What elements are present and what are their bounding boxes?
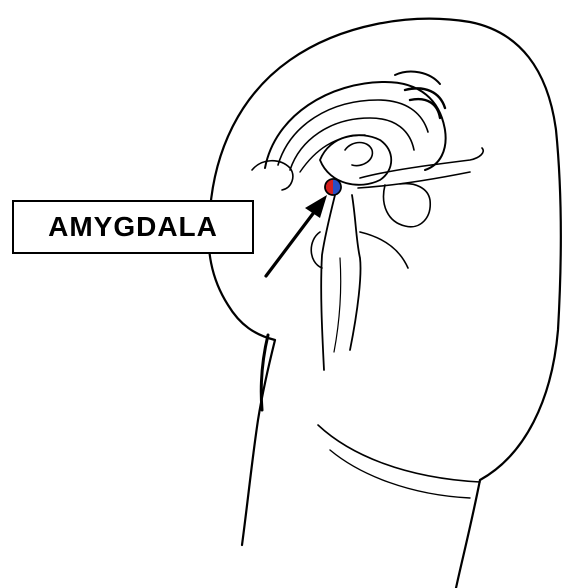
- gyrus-1: [405, 88, 445, 108]
- left-basal-structure: [252, 161, 293, 190]
- amygdala-marker-dot: [325, 179, 341, 195]
- pointer-arrow-head: [305, 195, 327, 218]
- temporal-structure: [384, 184, 431, 227]
- brainstem-right: [350, 195, 361, 350]
- amygdala-label-box: AMYGDALA: [12, 200, 254, 254]
- cerebellar-peduncle: [360, 232, 408, 268]
- head-outline: [208, 19, 560, 588]
- amygdala-label: AMYGDALA: [48, 211, 218, 243]
- gyrus-3: [395, 72, 440, 84]
- caudate: [345, 143, 372, 166]
- medulla-line: [334, 258, 341, 352]
- pointer-arrow-shaft: [266, 207, 318, 276]
- gyrus-2: [410, 99, 440, 118]
- pons: [311, 232, 322, 268]
- brainstem-left: [321, 195, 335, 370]
- neck-line: [318, 425, 480, 482]
- chin-line: [330, 450, 470, 498]
- corpus-callosum: [265, 82, 446, 170]
